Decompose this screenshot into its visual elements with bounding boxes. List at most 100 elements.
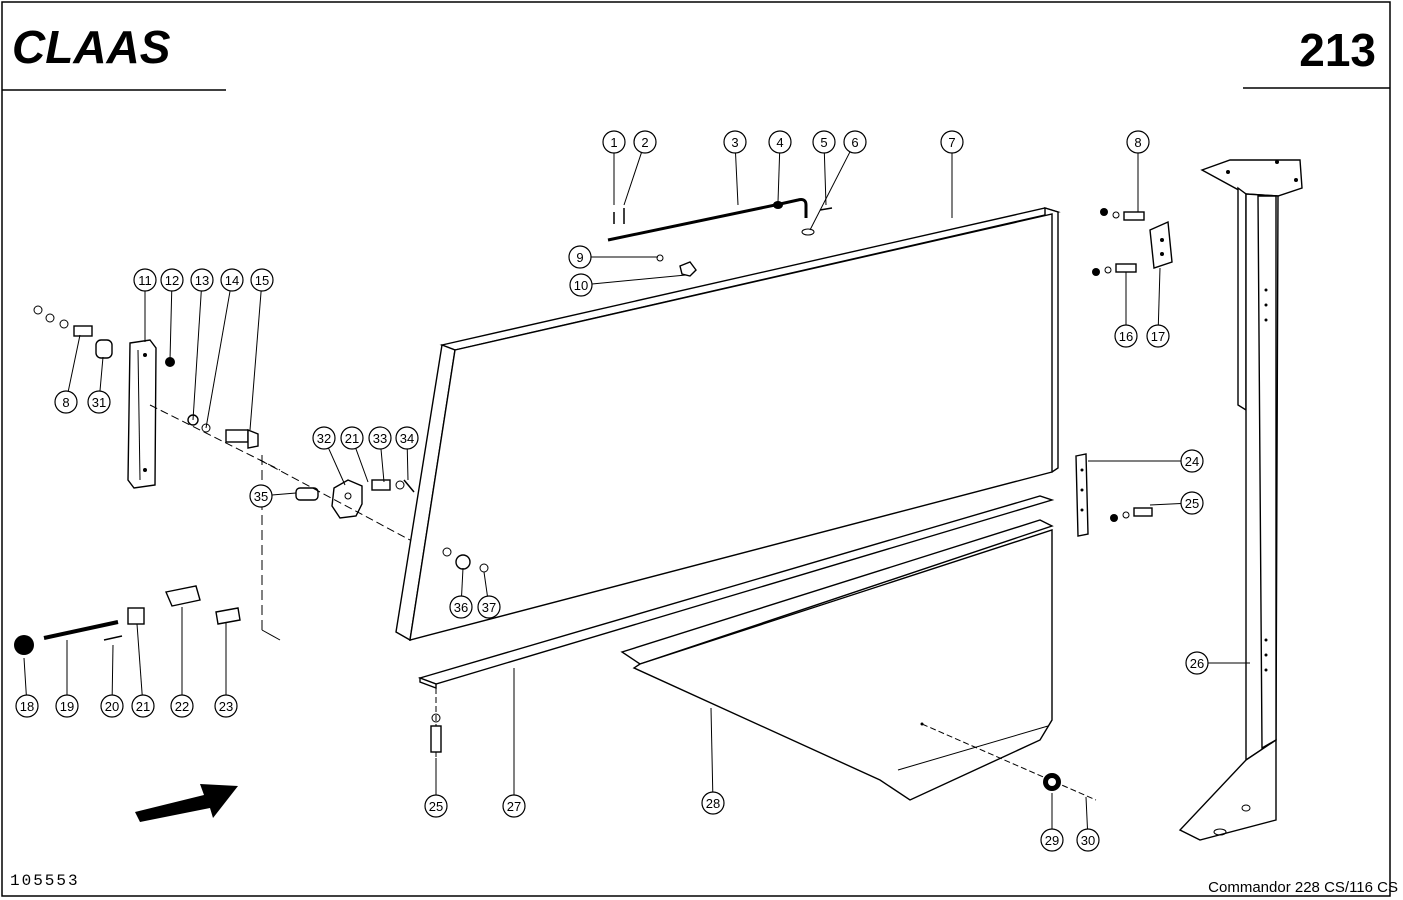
- callout-circle: [1114, 324, 1138, 348]
- bottom-strip-part: [417, 495, 1055, 690]
- callout-circle: [1146, 324, 1170, 348]
- callout-c13: 13: [190, 268, 214, 421]
- callout-number: 10: [574, 278, 588, 293]
- hinge-bracket-part: [33, 305, 175, 489]
- callout-number: 21: [345, 431, 359, 446]
- callout-circle: [449, 595, 473, 619]
- callout-c6: 6: [809, 130, 867, 231]
- callout-number: 12: [165, 273, 179, 288]
- callout-circle: [843, 130, 867, 154]
- callout-number: 31: [92, 395, 106, 410]
- callout-circle: [1040, 828, 1064, 852]
- callout-c21a: 21: [340, 426, 369, 483]
- callout-circle: [701, 791, 725, 815]
- callout-leader-line: [1085, 796, 1088, 830]
- callout-number: 15: [255, 273, 269, 288]
- callout-circle: [1185, 651, 1209, 675]
- callout-circle: [160, 268, 184, 292]
- callout-number: 34: [400, 431, 414, 446]
- callout-c21b: 21: [131, 623, 155, 718]
- callout-leader-line: [169, 290, 173, 361]
- callout-c35: 35: [249, 484, 297, 508]
- callout-c27: 27: [502, 668, 526, 818]
- callout-leader-line: [591, 274, 687, 285]
- callout-c16: 16: [1114, 272, 1138, 348]
- callout-number: 7: [948, 135, 955, 150]
- callout-circle: [131, 694, 155, 718]
- callout-circle: [395, 426, 419, 450]
- callout-circle: [477, 595, 501, 619]
- bottom-bolt-part: [430, 688, 442, 760]
- callout-number: 8: [62, 395, 69, 410]
- callout-c18: 18: [15, 657, 39, 718]
- callout-number: 18: [20, 699, 34, 714]
- callout-circle: [15, 694, 39, 718]
- callout-circle: [633, 130, 657, 154]
- callout-number: 11: [138, 273, 152, 288]
- callout-number: 25: [429, 799, 443, 814]
- callout-c1: 1: [602, 130, 626, 205]
- callout-c12: 12: [160, 268, 184, 361]
- callout-number: 27: [507, 799, 521, 814]
- callout-number: 13: [195, 273, 209, 288]
- callout-number: 33: [373, 431, 387, 446]
- callout-leader-line: [483, 571, 488, 597]
- callout-leader-line: [271, 492, 297, 496]
- callout-c24: 24: [1088, 449, 1204, 473]
- callout-number: 17: [1151, 329, 1165, 344]
- callout-number: 19: [60, 699, 74, 714]
- callout-circle: [502, 794, 526, 818]
- callout-c8a: 8: [1126, 130, 1150, 212]
- callout-leader-line: [406, 448, 409, 481]
- callout-leader-line: [380, 448, 385, 483]
- callout-number: 25: [1185, 496, 1199, 511]
- model-caption: Commandor 228 CS/116 CS: [1208, 879, 1398, 896]
- callout-number: 22: [175, 699, 189, 714]
- callout-circle: [220, 268, 244, 292]
- callout-number: 35: [254, 489, 268, 504]
- document-number: 105553: [10, 872, 80, 890]
- callout-circle: [312, 426, 336, 450]
- main-panel-part: [395, 207, 1061, 642]
- callout-number: 21: [136, 699, 150, 714]
- callout-leader-line: [623, 152, 642, 206]
- callout-leader-line: [461, 567, 464, 597]
- bolt-assembly-part: [149, 404, 281, 471]
- callout-leader-line: [99, 356, 104, 392]
- handle-parts: [14, 585, 241, 655]
- callout-c7: 7: [940, 130, 964, 218]
- callout-leader-line: [777, 152, 781, 203]
- callout-number: 20: [105, 699, 119, 714]
- callout-c34: 34: [395, 426, 419, 481]
- callout-number: 36: [454, 600, 468, 615]
- callout-c29: 29: [1040, 793, 1064, 852]
- callout-c20: 20: [100, 644, 124, 718]
- callout-circle: [424, 794, 448, 818]
- hub-nut-part: [921, 723, 1097, 801]
- callout-circle: [768, 130, 792, 154]
- callout-leader-line: [23, 657, 27, 696]
- callout-leader-line: [823, 152, 827, 206]
- callout-circle: [1180, 449, 1204, 473]
- upright-post-part: [1178, 159, 1303, 841]
- callout-circle: [812, 130, 836, 154]
- callout-number: 24: [1185, 454, 1199, 469]
- callout-circle: [170, 694, 194, 718]
- callout-circle: [1180, 491, 1204, 515]
- brand-logo: CLAAS: [12, 21, 171, 73]
- callout-leader-line: [249, 290, 262, 431]
- callout-c9: 9: [568, 245, 658, 269]
- callout-number: 32: [317, 431, 331, 446]
- page-number: 213: [1299, 24, 1376, 76]
- callout-circle: [87, 390, 111, 414]
- callout-number: 9: [576, 250, 583, 265]
- callout-c32: 32: [312, 426, 346, 486]
- callout-circle: [569, 273, 593, 297]
- callout-number: 26: [1190, 656, 1204, 671]
- callout-c25a: 25: [1149, 491, 1204, 515]
- callout-leader-line: [192, 290, 202, 421]
- callout-circle: [723, 130, 747, 154]
- callout-circle: [54, 390, 78, 414]
- callout-number: 28: [706, 796, 720, 811]
